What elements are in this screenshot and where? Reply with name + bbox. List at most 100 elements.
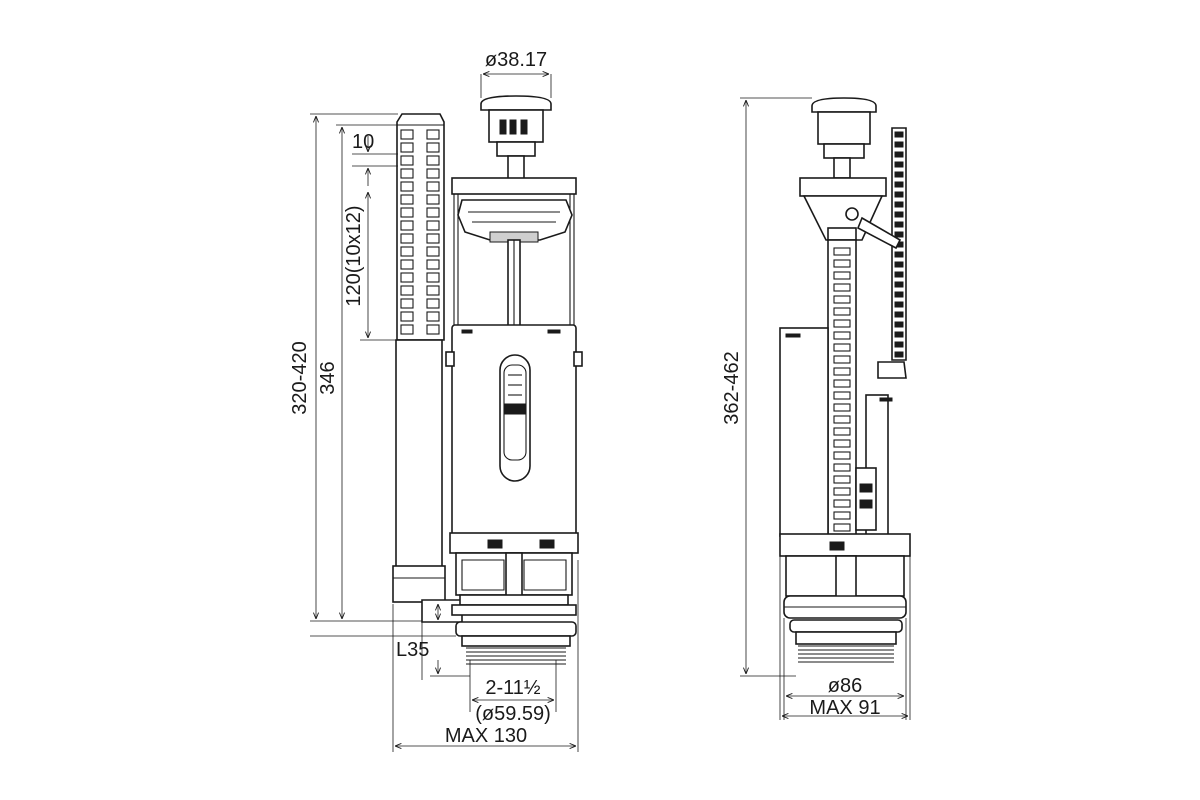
tube-rib xyxy=(426,142,440,153)
rod-rib xyxy=(894,251,904,258)
tube-rib xyxy=(400,272,414,283)
tube-rib xyxy=(426,324,440,335)
rod-rib xyxy=(894,291,904,298)
tube-rib xyxy=(400,285,414,296)
rod-rib xyxy=(894,171,904,178)
tube-rib xyxy=(426,233,440,244)
rod-rib xyxy=(894,301,904,308)
push-button xyxy=(480,95,552,181)
rod-rib xyxy=(894,191,904,198)
ladder-rung xyxy=(833,499,851,508)
tube-rib xyxy=(400,129,414,140)
tube-rib xyxy=(400,194,414,205)
ladder-rung xyxy=(833,391,851,400)
rod-rib xyxy=(894,331,904,338)
ladder-rung xyxy=(833,379,851,388)
rod-rib xyxy=(894,201,904,208)
dim-height-range: 320-420 xyxy=(289,341,311,414)
rod-rib xyxy=(894,221,904,228)
tube-rib xyxy=(426,207,440,218)
tube-rib xyxy=(426,272,440,283)
valve-body xyxy=(445,324,583,536)
ladder-rung xyxy=(833,511,851,520)
tube-rib xyxy=(426,181,440,192)
tube-rib xyxy=(400,324,414,335)
ladder-rung xyxy=(833,439,851,448)
valve-cage xyxy=(451,177,577,327)
tube-rib xyxy=(426,311,440,322)
tube-rib xyxy=(400,207,414,218)
ladder-rung xyxy=(833,247,851,256)
rod-rib xyxy=(894,231,904,238)
overflow-tube xyxy=(392,113,463,623)
tube-rib xyxy=(400,142,414,153)
ladder-rung xyxy=(833,463,851,472)
rod-rib xyxy=(894,311,904,318)
tube-rib xyxy=(426,259,440,270)
tube-rib xyxy=(400,311,414,322)
ladder-rung xyxy=(833,427,851,436)
tube-rib xyxy=(426,155,440,166)
side-base xyxy=(779,533,911,663)
ladder-rung xyxy=(833,415,851,424)
rod-rib xyxy=(894,321,904,328)
rod-rib xyxy=(894,141,904,148)
dim-thread-diameter: (ø59.59) xyxy=(475,703,551,725)
dim-overflow-step: 10 xyxy=(352,131,374,153)
tube-rib xyxy=(426,298,440,309)
rod-rib xyxy=(894,131,904,138)
tube-rib xyxy=(400,220,414,231)
rod-rib xyxy=(894,351,904,358)
dim-lever-offset: L35 xyxy=(396,639,429,661)
tube-rib xyxy=(400,246,414,257)
ladder-rung xyxy=(833,259,851,268)
tube-rib xyxy=(400,181,414,192)
rod-rib xyxy=(894,281,904,288)
dim-button-diameter: ø38.17 xyxy=(485,49,547,71)
side-dimensions: 362-462 ø86 MAX 91 xyxy=(721,97,911,720)
ladder-rung xyxy=(833,331,851,340)
rod-rib xyxy=(894,211,904,218)
ladder-rung xyxy=(833,283,851,292)
ladder-rung xyxy=(833,523,851,532)
ladder-rung xyxy=(833,295,851,304)
valve-base xyxy=(449,532,579,665)
dim-base-diameter: ø86 xyxy=(828,675,862,697)
tube-rib xyxy=(400,155,414,166)
side-push-button xyxy=(811,97,877,179)
side-view xyxy=(779,97,911,663)
tube-rib xyxy=(426,194,440,205)
rod-rib xyxy=(894,161,904,168)
tube-rib xyxy=(426,246,440,257)
rod-rib xyxy=(894,151,904,158)
dim-side-height-range: 362-462 xyxy=(721,351,743,424)
ladder-rung xyxy=(833,271,851,280)
tube-rib xyxy=(426,129,440,140)
tube-rib xyxy=(400,259,414,270)
side-float-rod xyxy=(856,127,907,379)
side-frame xyxy=(799,177,887,541)
front-view xyxy=(392,95,583,665)
tube-rib xyxy=(400,168,414,179)
tube-rib xyxy=(426,220,440,231)
ladder-rung xyxy=(833,487,851,496)
tube-rib xyxy=(400,298,414,309)
dim-height-fixed: 346 xyxy=(317,361,339,394)
dim-max-width-front: MAX 130 xyxy=(445,725,527,747)
tube-rib xyxy=(426,285,440,296)
front-dimensions: ø38.17 320-420 346 10 120(10x12) L35 2- xyxy=(289,49,579,752)
rod-rib xyxy=(894,261,904,268)
dim-overflow-adjust: 120(10x12) xyxy=(343,205,365,306)
ladder-rung xyxy=(833,475,851,484)
side-body xyxy=(779,327,893,537)
rod-rib xyxy=(894,271,904,278)
ladder-rung xyxy=(833,355,851,364)
ladder-rung xyxy=(833,367,851,376)
rod-rib xyxy=(894,341,904,348)
tube-rib xyxy=(400,233,414,244)
ladder-rung xyxy=(833,307,851,316)
ladder-rung xyxy=(833,319,851,328)
ladder-rung xyxy=(833,403,851,412)
tube-rib xyxy=(426,168,440,179)
